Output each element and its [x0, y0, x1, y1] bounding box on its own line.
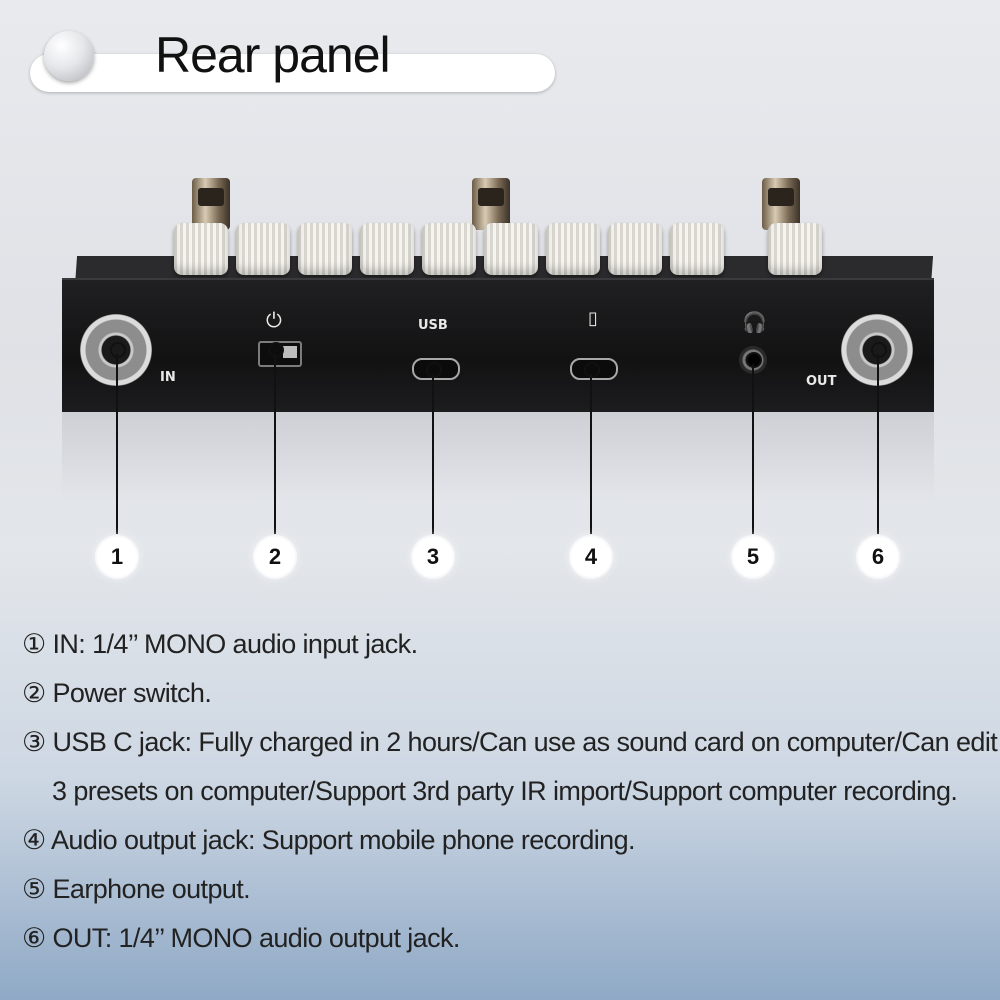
usb-label: USB	[418, 318, 448, 333]
device-face	[62, 278, 934, 412]
knob	[360, 223, 414, 275]
in-label: IN	[160, 370, 176, 385]
footswitch-knob	[472, 178, 510, 230]
callout-number: 1	[97, 537, 137, 577]
knob	[484, 223, 538, 275]
callout-line	[116, 354, 118, 534]
callout-line	[274, 354, 276, 534]
callout-number: 2	[255, 537, 295, 577]
callout-dot	[268, 342, 284, 358]
device-rear-view: IN ⏻ USB ▯ 🎧 OUT	[62, 178, 934, 412]
list-item: ③ USB C jack: Fully charged in 2 hours/C…	[22, 727, 998, 757]
footswitch-knob	[762, 178, 800, 230]
headphone-icon: 🎧	[742, 310, 767, 334]
list-item: ④ Audio output jack: Support mobile phon…	[22, 825, 636, 855]
list-item-continuation: 3 presets on computer/Support 3rd party …	[52, 776, 958, 806]
callout-dot	[871, 342, 887, 358]
description-list: ① IN: 1/4’’ MONO audio input jack. ② Pow…	[22, 620, 998, 963]
footswitch-knob	[192, 178, 230, 230]
list-item: ⑥ OUT: 1/4’’ MONO audio output jack.	[22, 923, 460, 953]
knob	[768, 223, 822, 275]
knob	[608, 223, 662, 275]
knob	[236, 223, 290, 275]
power-icon: ⏻	[266, 308, 282, 332]
callout-dot	[110, 342, 126, 358]
callout-number: 6	[858, 537, 898, 577]
phone-icon: ▯	[588, 308, 598, 329]
out-label: OUT	[806, 374, 837, 389]
callout-number: 5	[733, 537, 773, 577]
page-title: Rear panel	[155, 27, 391, 83]
callout-dot	[426, 362, 442, 378]
callout-dot	[746, 352, 762, 368]
device-reflection	[62, 410, 934, 500]
knob	[670, 223, 724, 275]
callout-line	[590, 374, 592, 534]
list-item: ⑤ Earphone output.	[22, 874, 251, 904]
title-bar	[30, 54, 555, 92]
list-item: ② Power switch.	[22, 678, 212, 708]
callout-dot	[584, 362, 600, 378]
title-bullet-icon	[44, 31, 94, 81]
knob	[546, 223, 600, 275]
list-item: ① IN: 1/4’’ MONO audio input jack.	[22, 629, 418, 659]
knob	[422, 223, 476, 275]
callout-line	[432, 374, 434, 534]
callout-line	[877, 354, 879, 534]
callout-number: 3	[413, 537, 453, 577]
knob	[174, 223, 228, 275]
callout-line	[752, 364, 754, 534]
knob	[298, 223, 352, 275]
callout-number: 4	[571, 537, 611, 577]
